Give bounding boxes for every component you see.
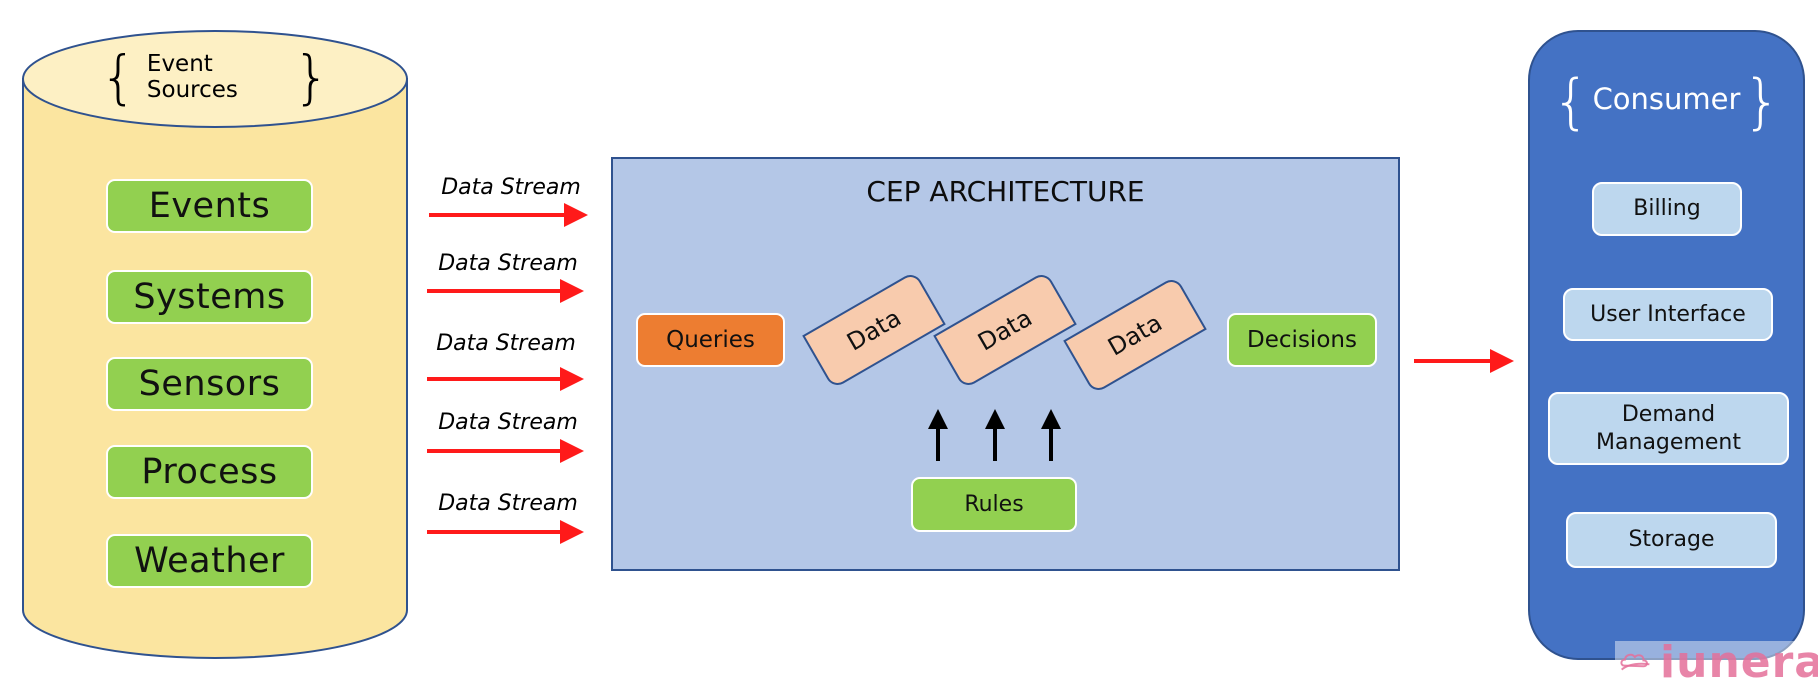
rules-box: Rules [911,477,1077,532]
rules-arrows [928,409,1061,461]
decisions-box: Decisions [1227,313,1377,367]
stream-label-3: Data Stream [436,331,576,356]
consumer-user-interface: User Interface [1563,288,1773,341]
consumer-panel: { Consumer } Billing User Interface Dema… [1528,30,1805,660]
consumer-billing: Billing [1592,182,1742,236]
brace-open-icon: { [1552,67,1591,137]
cloud-logo-icon [1620,653,1650,671]
source-systems: Systems [106,270,313,324]
consumer-storage: Storage [1566,512,1777,568]
brace-open-icon: { [100,43,137,111]
stream-label-1: Data Stream [441,175,581,200]
stream-label-5: Data Stream [438,491,578,516]
source-process: Process [106,445,313,499]
brace-close-icon: } [293,43,330,111]
source-events: Events [106,179,313,233]
consumer-demand-management: Demand Management [1548,392,1789,465]
brace-close-icon: } [1742,67,1781,137]
consumer-title: Consumer [1592,82,1741,116]
queries-box: Queries [636,313,785,367]
watermark-text: iunera [1660,636,1818,688]
source-weather: Weather [106,534,313,588]
cep-architecture-panel: CEP ARCHITECTURE Queries Data Data Data … [611,157,1400,571]
stream-label-2: Data Stream [438,251,578,276]
stream-label-4: Data Stream [438,410,578,435]
cep-title: CEP ARCHITECTURE [866,175,1145,208]
event-sources-header: { Event Sources } [100,42,330,112]
watermark: iunera [1615,637,1818,688]
event-sources-title: Event Sources [146,51,238,103]
source-sensors: Sensors [106,357,313,411]
cylinder-top [22,30,408,128]
